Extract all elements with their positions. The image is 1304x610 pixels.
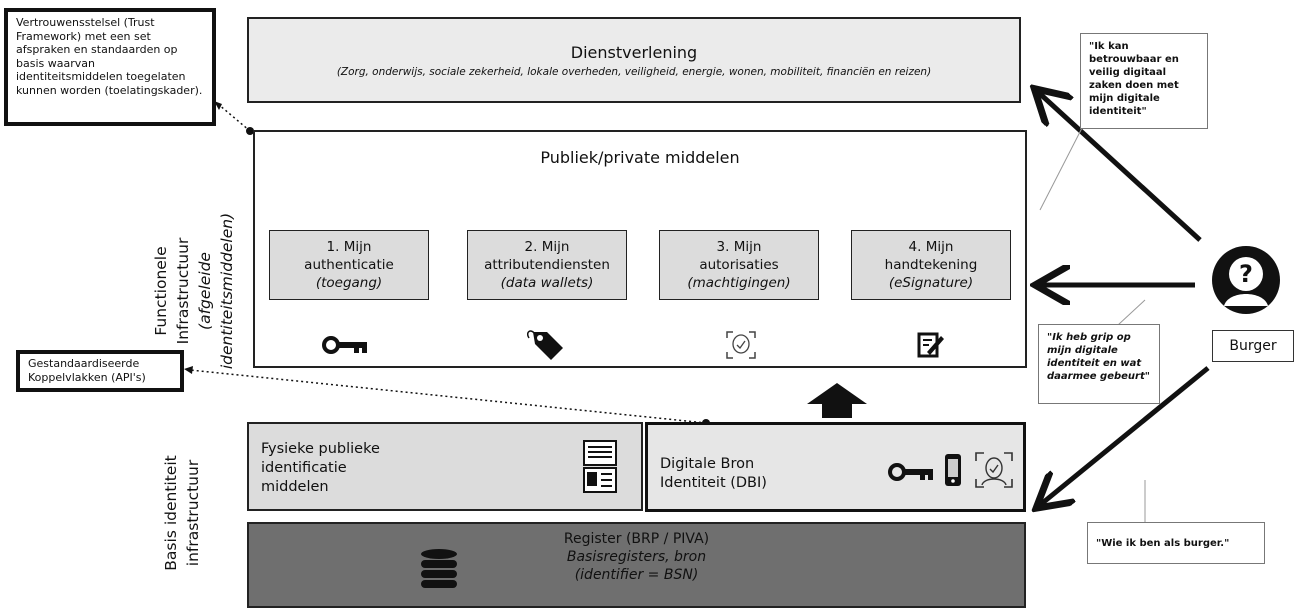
register-label: Register (BRP / PIVA) Basisregisters, br… [563, 531, 710, 583]
id-card-icon [583, 440, 617, 493]
api-connector [189, 369, 707, 424]
dbi-face-scan-icon [975, 452, 1013, 488]
tag-icon [527, 330, 563, 360]
arrow-to-dbi [1040, 366, 1210, 505]
quote-grip: "Ik heb grip op mijn digitale identiteit… [1038, 324, 1160, 404]
fysieke-middelen-box: Fysieke publieke identificatie middelen [247, 422, 643, 511]
quote-betrouwbaar: "Ik kan betrouwbaar en veilig digitaal z… [1080, 33, 1208, 129]
item-handtekening: 4. Mijn handtekening (eSignature) [851, 230, 1011, 300]
phone-icon [945, 454, 961, 486]
up-arrow [807, 383, 867, 418]
publiek-private-box: Publiek/private middelen 1. Mijn authent… [253, 130, 1027, 368]
quote-wie-ik-ben: "Wie ik ben als burger." [1087, 522, 1265, 564]
item-attributendiensten: 2. Mijn attributendiensten (data wallets… [467, 230, 627, 300]
publiek-title: Publiek/private middelen [540, 148, 740, 167]
trust-connector [217, 103, 251, 132]
register-box: Register (BRP / PIVA) Basisregisters, br… [247, 522, 1026, 608]
dienstverlening-title: Dienstverlening [570, 42, 698, 62]
face-scan-icon [726, 331, 756, 359]
dbi-label: Digitale Bron Identiteit (DBI) [660, 456, 767, 491]
basis-identiteit-label: Basis identiteit infrastructuur [162, 455, 202, 571]
burger-label-box: Burger [1212, 330, 1294, 362]
svg-text:?: ? [1239, 260, 1253, 288]
signature-icon [917, 332, 944, 358]
dbi-box: Digitale Bron Identiteit (DBI) [645, 422, 1026, 512]
trust-framework-note: Vertrouwensstelsel (Trust Framework) met… [4, 8, 216, 126]
database-icon [421, 549, 457, 588]
functionele-infrastructuur-label: Functionele Infrastructuur (afgeleide id… [152, 212, 236, 370]
burger-avatar-icon: ? [1212, 246, 1280, 314]
dbi-key-icon [888, 463, 933, 481]
dienstverlening-subtitle: (Zorg, onderwijs, sociale zekerheid, lok… [336, 65, 932, 78]
key-icon [322, 336, 367, 354]
api-note: Gestandaardiseerde Koppelvlakken (API's) [16, 350, 184, 392]
arrow-to-dienstverlening [1038, 92, 1202, 242]
item-autorisaties: 3. Mijn autorisaties (machtigingen) [659, 230, 819, 300]
dienstverlening-box: Dienstverlening (Zorg, onderwijs, social… [247, 17, 1021, 103]
fysieke-label: Fysieke publieke identificatie middelen [261, 441, 380, 495]
item-authenticatie: 1. Mijn authenticatie (toegang) [269, 230, 429, 300]
